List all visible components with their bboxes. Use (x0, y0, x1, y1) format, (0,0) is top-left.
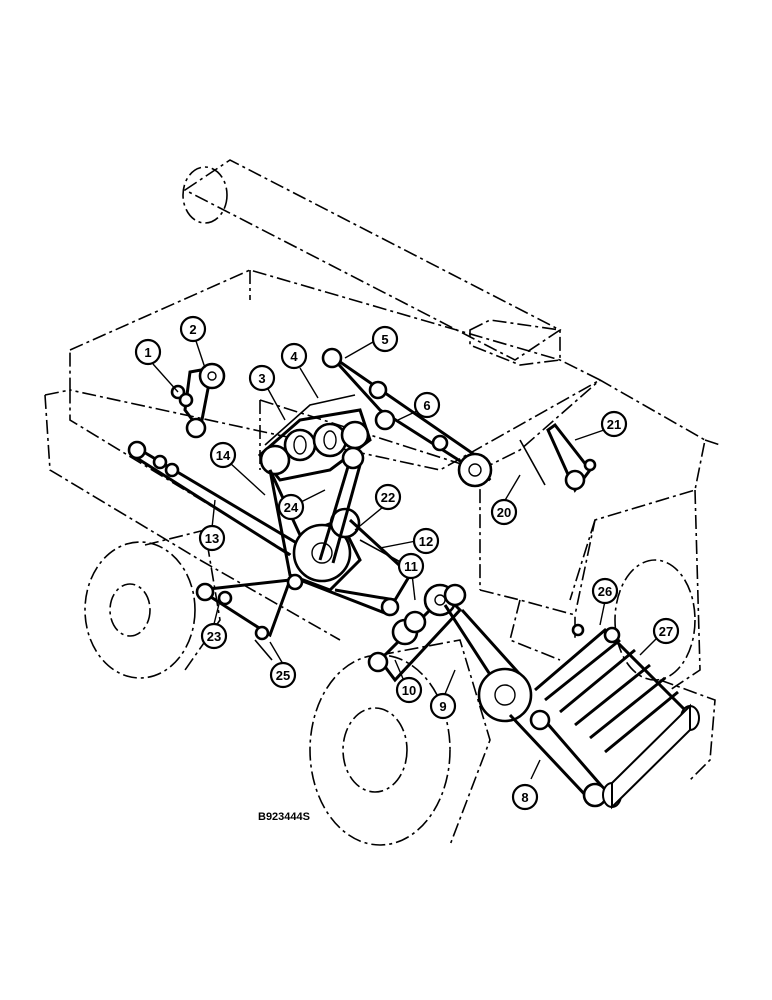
callout-24: 24 (277, 493, 305, 521)
callout-1: 1 (134, 338, 162, 366)
callout-3: 3 (248, 364, 276, 392)
callout-6: 6 (413, 391, 441, 419)
callout-label: 6 (423, 398, 430, 413)
callout-label: 13 (205, 531, 219, 546)
callout-2: 2 (179, 315, 207, 343)
callout-label: 11 (404, 559, 418, 574)
callout-label: 3 (258, 371, 265, 386)
callout-4: 4 (280, 342, 308, 370)
callout-8: 8 (511, 783, 539, 811)
callout-label: 4 (290, 349, 298, 364)
callout-label: 12 (419, 534, 433, 549)
callout-label: 2 (189, 322, 196, 337)
callout-13: 13 (198, 524, 226, 552)
callout-26: 26 (591, 577, 619, 605)
callout-label: 26 (598, 584, 612, 599)
callout-label: 24 (284, 500, 299, 515)
callout-label: 5 (381, 332, 388, 347)
callout-12: 12 (412, 527, 440, 555)
drawing-id: B923444S (258, 811, 310, 823)
callout-23: 23 (200, 622, 228, 650)
drive-components (127, 347, 700, 810)
callout-label: 14 (216, 448, 231, 463)
callout-11: 11 (397, 552, 425, 580)
callout-21: 21 (600, 410, 628, 438)
callout-22: 22 (374, 483, 402, 511)
callout-5: 5 (371, 325, 399, 353)
callout-27: 27 (652, 617, 680, 645)
callout-25: 25 (269, 661, 297, 689)
combine-outline (44, 159, 721, 846)
callout-10: 10 (395, 676, 423, 704)
callout-label: 20 (497, 505, 511, 520)
callout-label: 21 (607, 417, 621, 432)
callout-20: 20 (490, 498, 518, 526)
callout-label: 25 (276, 668, 290, 683)
callout-label: 10 (402, 683, 416, 698)
callout-14: 14 (209, 441, 237, 469)
callout-label: 27 (659, 624, 673, 639)
callout-label: 22 (381, 490, 395, 505)
callout-label: 23 (207, 629, 221, 644)
callout-label: 9 (439, 699, 446, 714)
callout-label: 8 (521, 790, 528, 805)
callout-label: 1 (144, 345, 151, 360)
callout-9: 9 (429, 692, 457, 720)
leader-lines (152, 340, 657, 780)
